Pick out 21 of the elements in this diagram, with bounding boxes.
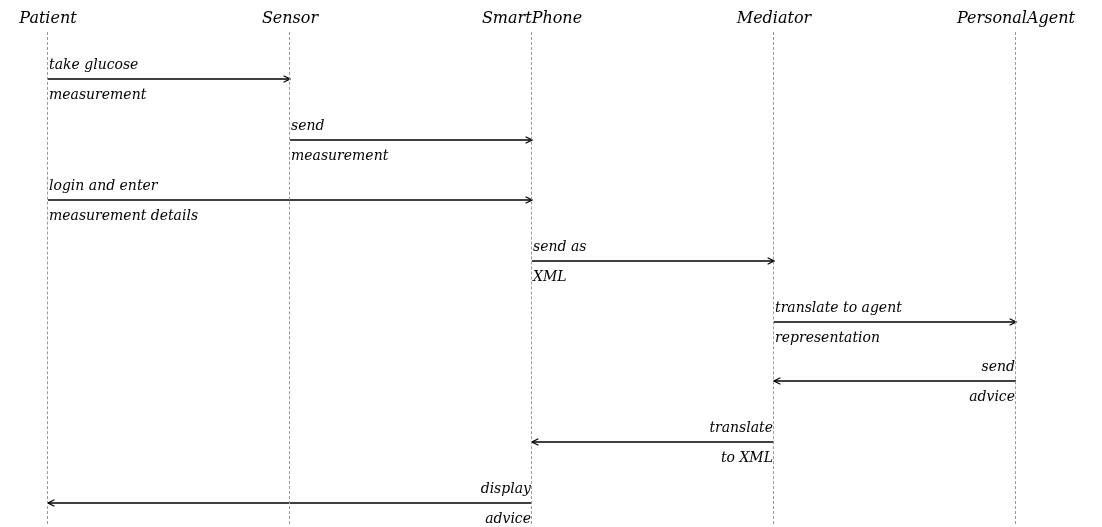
message-arrow [531, 438, 775, 446]
message-arrow [773, 318, 1017, 326]
message-arrow [47, 196, 533, 204]
message-arrow [773, 377, 1017, 385]
message-label: translate to XML [708, 418, 773, 467]
message-arrow [289, 136, 533, 144]
message-label: display advice [479, 479, 531, 527]
message-label: login and enter measurement details [49, 176, 200, 225]
participant-label: Sensor [260, 7, 320, 29]
message-label: take glucose measurement [49, 55, 148, 104]
message-label: send as XML [533, 237, 588, 286]
message-arrow [531, 257, 775, 265]
participant-label: SmartPhone [480, 7, 584, 29]
participant-label: PersonalAgent [956, 7, 1076, 29]
message-label: send measurement [291, 116, 390, 165]
participant-label: Patient [18, 7, 78, 29]
message-label: translate to agent representation [775, 298, 903, 347]
participant-label: Mediator [735, 7, 813, 29]
message-arrow [47, 75, 291, 83]
message-arrow [47, 499, 533, 507]
message-label: send advice [968, 357, 1015, 406]
